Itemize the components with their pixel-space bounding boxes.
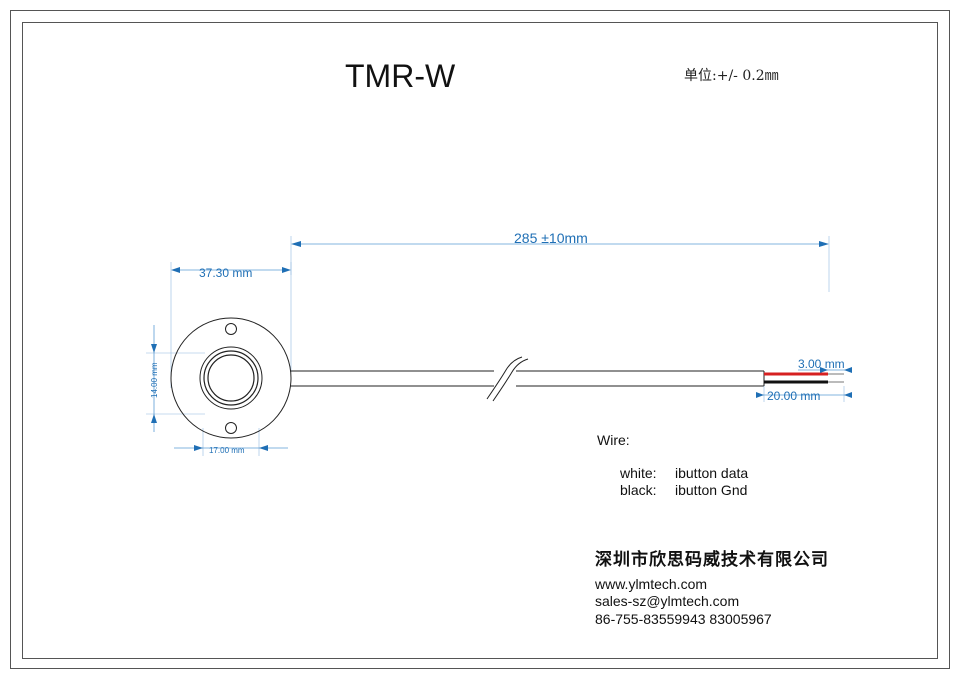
wire-ends — [764, 372, 844, 384]
flange-diameter-dimension: 37.30 mm — [170, 262, 292, 388]
wire-legend: Wire: white: ibutton data black: ibutton… — [597, 432, 748, 498]
sensor-flange — [170, 317, 292, 439]
jacket-strip-dimension: 20.00 mm — [756, 386, 852, 403]
mounting-hole-bottom — [225, 422, 237, 434]
drawing-title: TMR-W — [345, 58, 456, 94]
company-name: 深圳市欣思码威技术有限公司 — [595, 549, 829, 570]
strip-length-label: 3.00 mm — [798, 357, 845, 371]
jacket-strip-label: 20.00 mm — [767, 389, 820, 403]
cable — [290, 356, 765, 402]
cable-length-label: 285 ±10mm — [514, 230, 588, 246]
wire-color-white: white: — [619, 465, 657, 481]
wire-function-white: ibutton data — [675, 465, 748, 481]
wire-color-black: black: — [620, 482, 657, 498]
wire-function-black: ibutton Gnd — [675, 482, 747, 498]
outer-frame — [10, 10, 950, 669]
flange-diameter-label: 37.30 mm — [199, 266, 252, 280]
hole-spacing-dimension: 17.00 mm — [174, 428, 288, 456]
mounting-hole-top — [225, 323, 237, 335]
wire-heading: Wire: — [597, 432, 630, 448]
inner-height-dimension: 14.00 mm — [146, 325, 205, 432]
company-website: www.ylmtech.com — [594, 576, 707, 592]
inner-frame — [22, 22, 938, 659]
strip-length-dimension: 3.00 mm — [798, 357, 852, 373]
company-info: 深圳市欣思码威技术有限公司 www.ylmtech.com sales-sz@y… — [594, 549, 829, 627]
inner-height-label: 14.00 mm — [150, 362, 159, 398]
company-email: sales-sz@ylmtech.com — [595, 593, 739, 609]
company-phone: 86-755-83559943 83005967 — [595, 611, 772, 627]
unit-note: 单位:+/- 0.2㎜ — [684, 68, 779, 84]
cable-length-dimension: 285 ±10mm — [290, 230, 830, 372]
hole-spacing-label: 17.00 mm — [209, 446, 245, 455]
